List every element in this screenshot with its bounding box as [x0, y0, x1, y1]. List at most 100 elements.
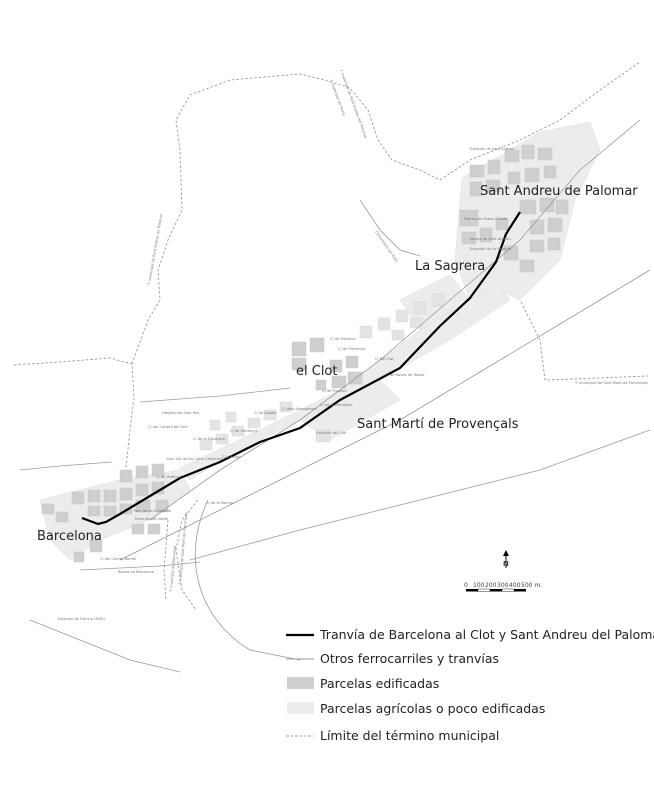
- label-fabrica: Fábrica de Fabra i Coats: [464, 217, 507, 221]
- block: [521, 144, 535, 160]
- label-sant-marti: Sant Martí de Provençals: [357, 417, 519, 432]
- block: [103, 489, 117, 503]
- north-arrow-label: N: [503, 560, 509, 568]
- block: [309, 337, 325, 353]
- block: [409, 317, 423, 329]
- block: [225, 411, 237, 423]
- label-term-sant-marti-right: T. municipal de Sant Martí de Provençals: [574, 381, 648, 385]
- block: [279, 401, 293, 413]
- block: [479, 227, 493, 243]
- legend: Tranvía de Barcelona al Clot y Sant Andr…: [286, 627, 654, 743]
- boundary-sant-marti: [175, 499, 199, 611]
- block: [495, 217, 509, 231]
- rail-main-east: [119, 269, 651, 561]
- rail-coast: [189, 429, 651, 561]
- block: [504, 149, 520, 163]
- legend-label-tram: Tranvía de Barcelona al Clot y Sant Andr…: [319, 627, 654, 642]
- north-arrow-head: [503, 550, 509, 556]
- label-term-sant-andreu-1: T. municipal de Sant Andreu del Palomar: [339, 68, 368, 139]
- block: [87, 505, 101, 517]
- block: [485, 179, 501, 193]
- block: [73, 551, 85, 563]
- block: [377, 317, 391, 331]
- block: [529, 239, 545, 253]
- tram-line: [81, 211, 521, 526]
- rail-sagrera: [359, 199, 421, 257]
- block: [119, 487, 133, 501]
- boundary-north-loop: [131, 73, 441, 365]
- label-term-barcelona: T. municipal de Barcelona: [169, 546, 177, 593]
- rail-south-curve: [194, 499, 301, 661]
- label-lepant: C/ de Lepant: [254, 411, 277, 415]
- block: [543, 165, 557, 179]
- block: [119, 503, 133, 515]
- block: [315, 379, 327, 391]
- block: [135, 465, 149, 479]
- label-barcelona: Barcelona: [37, 529, 102, 544]
- label-term-horta: T. municipal de Horta: [329, 78, 346, 116]
- north-arrow: N: [503, 550, 509, 568]
- legend-symbol-built: [287, 677, 314, 689]
- block: [555, 199, 569, 215]
- block: [55, 511, 69, 523]
- block: [529, 219, 545, 235]
- block: [469, 181, 483, 197]
- block: [547, 237, 561, 251]
- boundary-barcelona: [163, 519, 169, 601]
- label-meridiana: C/ de la Meridiana: [320, 403, 353, 407]
- block: [247, 417, 261, 429]
- boundary-east: [504, 279, 649, 381]
- municipal-boundaries: [13, 61, 649, 611]
- block: [507, 171, 521, 185]
- label-la-sagrera: La Sagrera: [415, 259, 485, 274]
- legend-label-rail: Otros ferrocarriles y tranvías: [320, 651, 499, 666]
- block: [87, 489, 101, 503]
- built-parcels: [41, 144, 569, 563]
- block: [215, 433, 229, 445]
- rail-north: [149, 119, 641, 521]
- block: [431, 293, 445, 307]
- legend-label-agri: Parcelas agrícolas o poco edificadas: [320, 701, 545, 716]
- block: [459, 209, 479, 227]
- label-pujades: C/ de Pujades: [322, 389, 347, 393]
- label-navas: C/ de Navas de Tolosa: [385, 373, 424, 377]
- scale-seg: [501, 588, 515, 592]
- scale-tick-500: 500 m.: [521, 582, 542, 589]
- block: [263, 409, 277, 421]
- scale-seg: [477, 588, 491, 592]
- ronda-road: [79, 561, 201, 571]
- block: [547, 217, 563, 233]
- label-term-sant-andreu-2: T. municipal de Sant Andreu de Palomar: [147, 213, 164, 286]
- scale-tick-100: 100: [473, 582, 485, 589]
- scale-seg: [490, 589, 502, 592]
- label-term-sant-marti-left: T. municipal de Sant Martí de Provençals: [178, 512, 188, 586]
- legend-label-boundary: Límite del término municipal: [320, 728, 499, 743]
- block: [131, 523, 145, 535]
- block: [119, 469, 133, 483]
- block: [231, 425, 245, 437]
- other-railways: [19, 119, 651, 673]
- block: [519, 199, 537, 215]
- rail-west2: [19, 461, 113, 471]
- scale-seg: [466, 589, 478, 592]
- block: [395, 309, 409, 323]
- label-estacion-francia: Estación de Francia (MZA): [58, 617, 105, 621]
- block: [291, 357, 307, 371]
- block: [331, 375, 347, 389]
- scale-tick-400: 400: [509, 582, 521, 589]
- block: [519, 259, 535, 273]
- legend-label-built: Parcelas edificadas: [320, 676, 439, 691]
- label-estacion-clot: Estación del Clot: [316, 431, 347, 435]
- block: [503, 245, 519, 261]
- block: [291, 341, 307, 357]
- place-labels: Sant Andreu de Palomar La Sagrera el Clo…: [37, 184, 638, 544]
- scale-tick-300: 300: [497, 582, 509, 589]
- street-diag: [139, 387, 291, 403]
- block: [461, 231, 477, 245]
- label-clot-street: C/ del Clot: [375, 357, 394, 361]
- block: [413, 301, 427, 315]
- label-mallorca: C/ de Mallorca: [330, 337, 356, 341]
- label-arago: C/ d'Aragó: [222, 455, 241, 459]
- block: [345, 355, 359, 369]
- label-estacion-sagrera: Estación de La Sagrera: [470, 247, 511, 251]
